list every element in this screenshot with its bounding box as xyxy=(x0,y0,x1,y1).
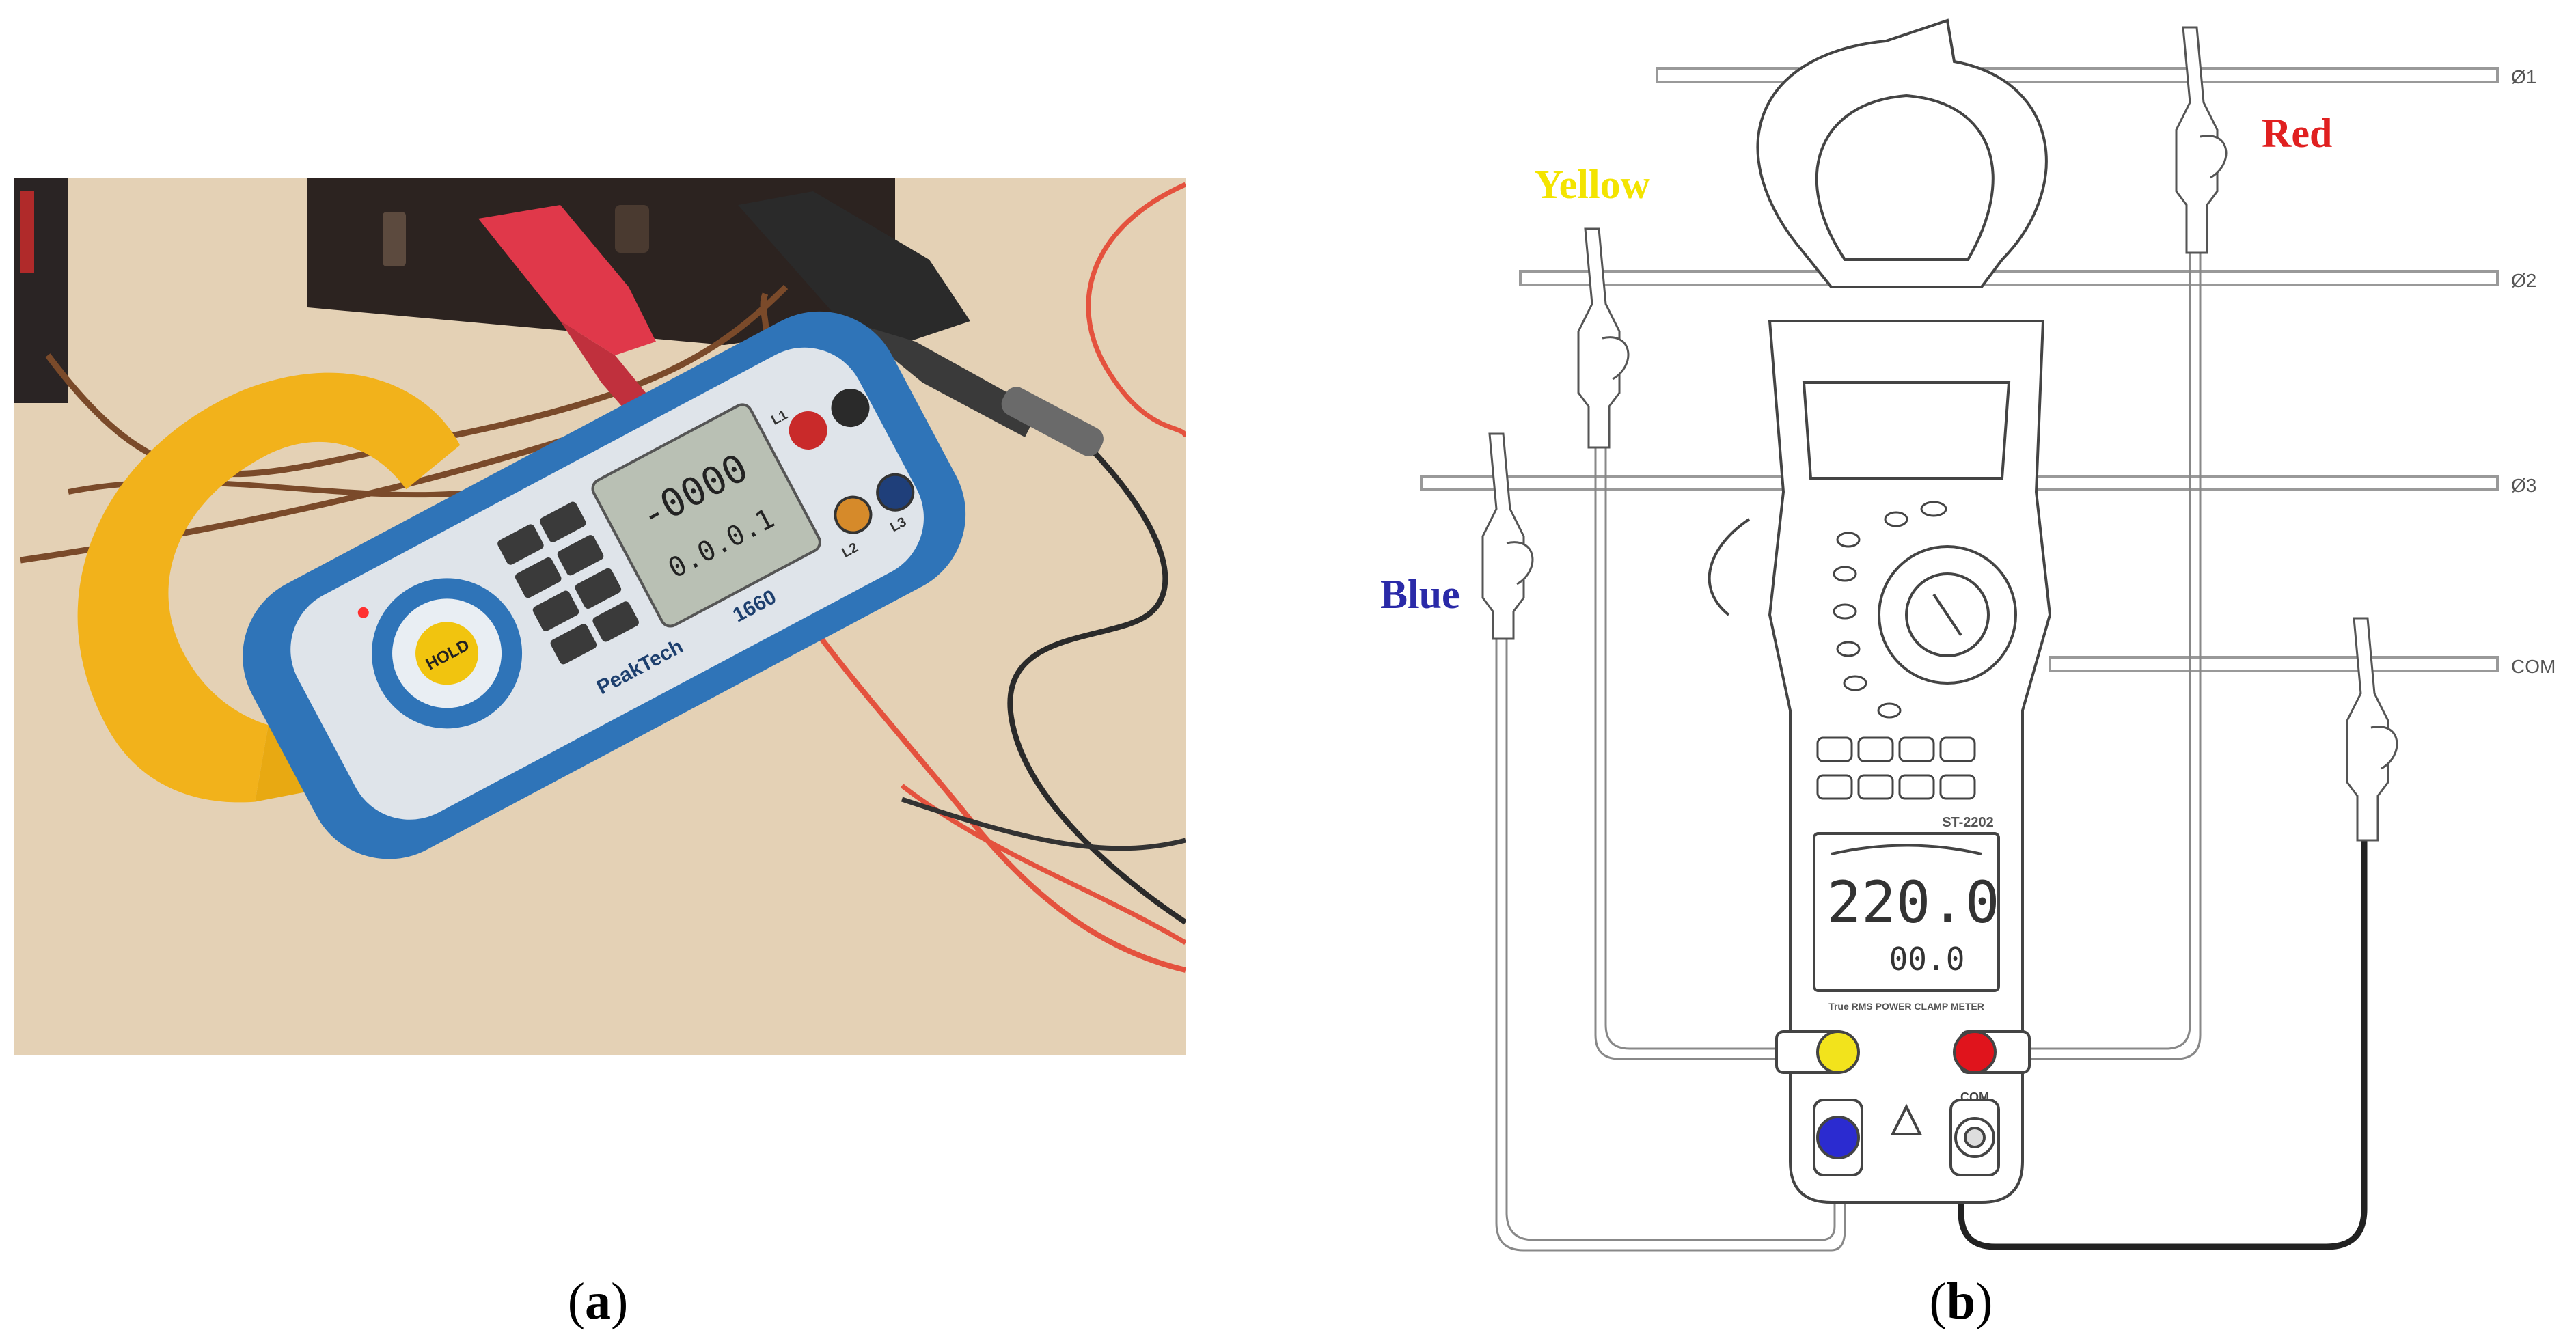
meter-footer: True RMS POWER CLAMP METER xyxy=(1828,1001,1984,1012)
caption-b: (b) xyxy=(1930,1273,1993,1330)
phase-label-1: Ø1 xyxy=(2511,66,2536,87)
test-leads xyxy=(1495,253,2202,1252)
function-markers xyxy=(1833,501,1947,719)
terminal-yellow xyxy=(1816,1030,1860,1074)
clip-yellow xyxy=(1577,227,1630,449)
conductor-phase-2 xyxy=(1519,270,2499,286)
terminal-red-plug xyxy=(789,411,827,450)
terminal-orange xyxy=(834,495,873,534)
clip-red xyxy=(2175,26,2228,254)
label-blue: Blue xyxy=(1380,572,1460,617)
label-red: Red xyxy=(2262,111,2332,156)
clamp-jaw xyxy=(77,372,461,803)
clip-com xyxy=(2346,617,2398,842)
meter-model: ST-2202 xyxy=(1942,815,1994,830)
red-wire-1 xyxy=(1086,182,1186,438)
com-lead xyxy=(1958,840,2368,1250)
panel-a-photo: HOLD -0000 0.0.0.1 PeakTech 1660 xyxy=(14,178,1186,1055)
label-yellow: Yellow xyxy=(1534,162,1651,207)
conductor-phase-1 xyxy=(1656,67,2499,83)
red-lead xyxy=(2029,253,2202,1060)
lcd-sub-reading: 00.0 xyxy=(1889,941,1965,978)
lcd-main-reading: 220.0 xyxy=(1827,869,2000,936)
clamp-meter-drawing xyxy=(1708,18,2052,1204)
phase-label-3: Ø3 xyxy=(2511,475,2536,496)
input-terminals xyxy=(1775,1030,2031,1176)
com-terminal-label: COM xyxy=(1960,1090,1989,1104)
terminal-blue xyxy=(876,473,915,512)
lcd-display xyxy=(591,403,821,628)
conductor-com xyxy=(2049,656,2499,672)
black-alligator-clip xyxy=(738,191,1104,456)
clamp-meter-photo: HOLD -0000 0.0.0.1 PeakTech 1660 xyxy=(77,311,966,859)
clip-blue xyxy=(1481,432,1534,640)
terminal-black-plug xyxy=(831,389,870,428)
caption-a: (a) xyxy=(568,1273,629,1330)
lcd-outline xyxy=(1813,832,2000,992)
button-rows xyxy=(1816,736,1976,800)
panel-b-diagram: Ø1 Ø2 Ø3 COM xyxy=(1380,18,2556,1252)
phase-label-com: COM xyxy=(2511,656,2556,677)
terminal-blue xyxy=(1816,1116,1860,1159)
yellow-lead xyxy=(1594,444,1777,1060)
alligator-clips xyxy=(1481,26,2398,842)
button-grid xyxy=(497,501,639,665)
terminal-red xyxy=(1953,1030,1997,1074)
phase-label-2: Ø2 xyxy=(2511,270,2536,291)
blue-lead xyxy=(1495,635,1846,1252)
